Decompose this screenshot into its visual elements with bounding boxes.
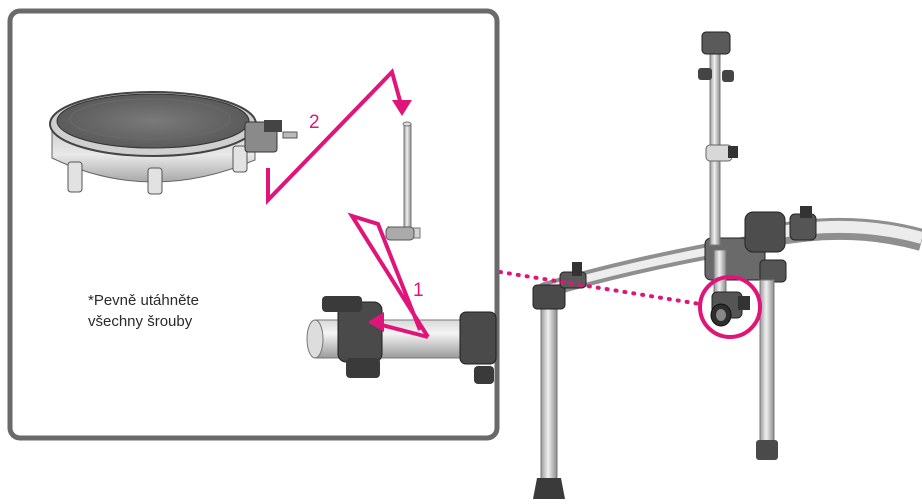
detail-frame [7,8,500,441]
drum-rack [532,31,922,499]
rack-left-leg [540,299,558,491]
step-1-arrow [347,212,430,339]
step-arrows: 1 2 [266,68,430,339]
tighten-note-line-1: *Pevně utáhněte [88,292,199,309]
clamp-assembly [306,296,497,384]
tighten-note: *Pevně utáhněte všechny šrouby [88,290,199,332]
rack-left-clamp [532,284,566,310]
step-2-arrow [266,68,404,205]
drum-pad [49,91,298,195]
l-rod [385,121,421,241]
tighten-note-line-2: všechny šrouby [88,313,193,330]
step-1-label: 1 [413,280,424,301]
step-2-label: 2 [309,112,320,133]
rack-right-leg [759,279,775,446]
mount-highlight-circle [698,275,762,339]
dotted-connector [498,270,702,306]
mount-point [710,291,750,327]
